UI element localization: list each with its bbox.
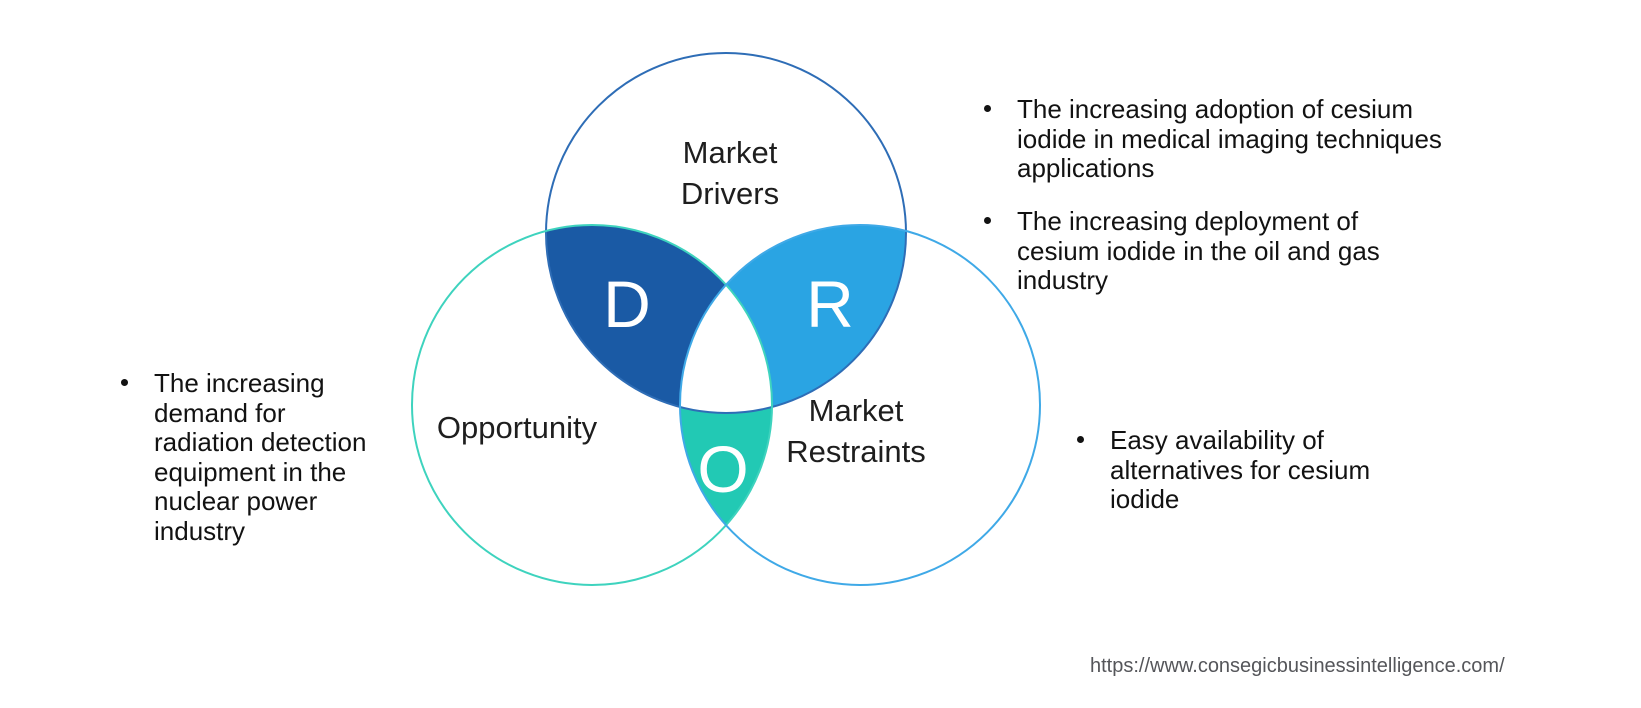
bullet-driver-1-text: The increasing adoption of cesium iodide… bbox=[1017, 94, 1442, 183]
bullet-dot-icon bbox=[1077, 436, 1084, 443]
bullet-dot-icon bbox=[121, 379, 128, 386]
opportunity-label: Opportunity bbox=[436, 410, 598, 445]
bullet-driver-1: The increasing adoption of cesium iodide… bbox=[984, 94, 1442, 184]
bullet-driver-2: The increasing deployment of cesium iodi… bbox=[984, 206, 1380, 296]
letter-d: D bbox=[603, 267, 651, 341]
bullet-opportunity: The increasing demand for radiation dete… bbox=[121, 368, 367, 546]
letter-r: R bbox=[806, 267, 854, 341]
drivers-label: Market Drivers bbox=[680, 135, 780, 211]
bullet-driver-2-text: The increasing deployment of cesium iodi… bbox=[1017, 206, 1380, 295]
footer-url: https://www.consegicbusinessintelligence… bbox=[1090, 655, 1505, 677]
bullet-dot-icon bbox=[984, 217, 991, 224]
bullet-opportunity-text: The increasing demand for radiation dete… bbox=[154, 368, 367, 546]
bullet-restraint: Easy availability of alternatives for ce… bbox=[1077, 425, 1371, 515]
restraints-circle bbox=[679, 224, 1041, 586]
bullet-restraint-text: Easy availability of alternatives for ce… bbox=[1110, 425, 1371, 514]
bullet-dot-icon bbox=[984, 105, 991, 112]
letter-o: O bbox=[697, 432, 748, 506]
drivers-circle bbox=[545, 52, 907, 414]
opportunity-circle bbox=[411, 224, 773, 586]
restraints-label: Market Restraints bbox=[786, 393, 926, 469]
